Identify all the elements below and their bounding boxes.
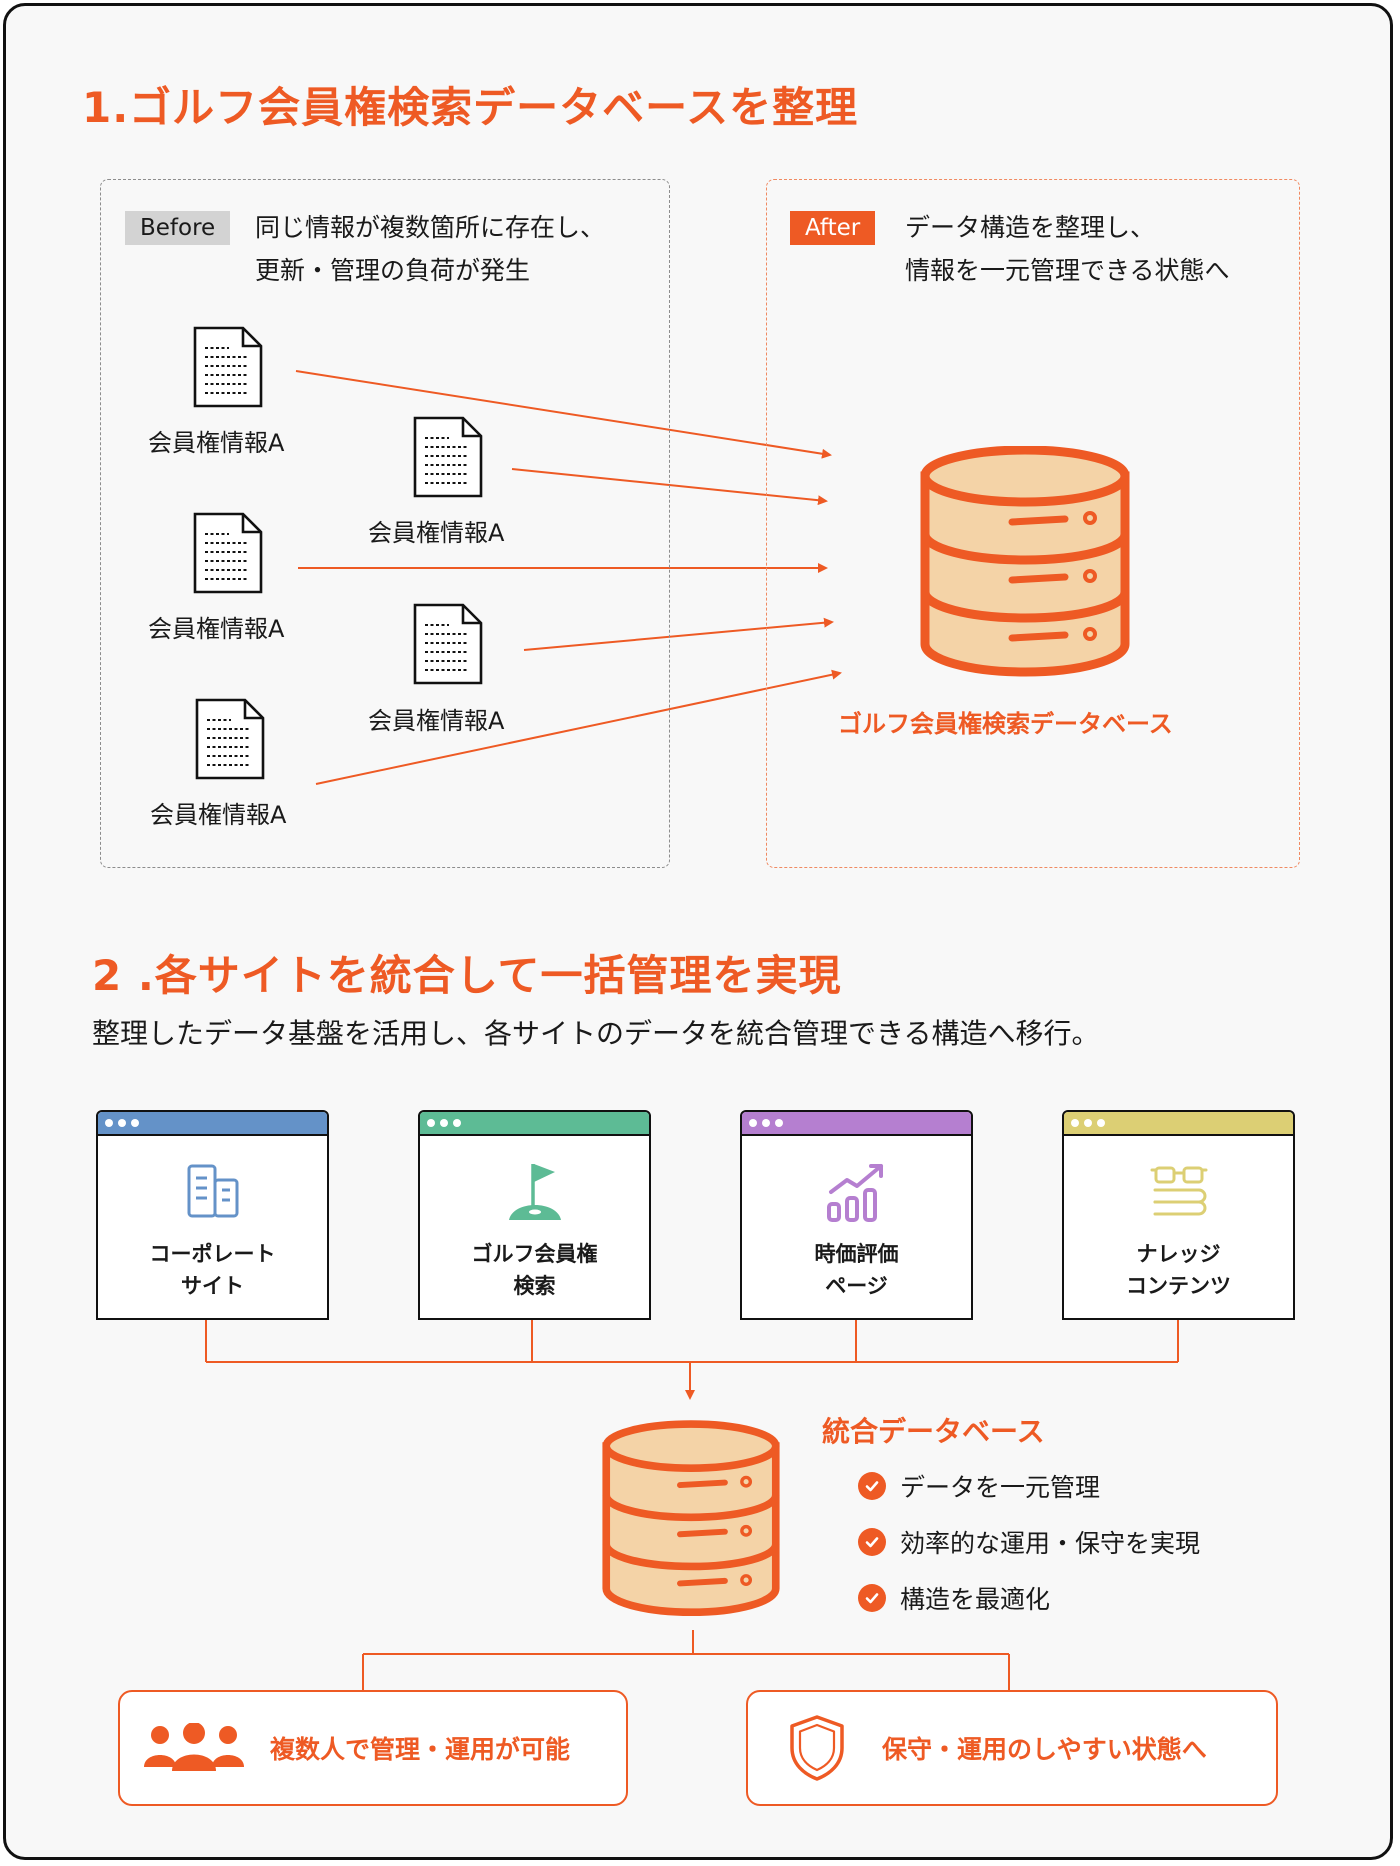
feature-text: 構造を最適化: [900, 1585, 1051, 1614]
site-card-label: ナレッジコンテンツ: [1126, 1242, 1231, 1298]
before-desc-line1: 同じ情報が複数箇所に存在し、: [255, 213, 606, 242]
people-icon: [144, 1723, 244, 1773]
flow-arrow: [315, 669, 842, 785]
feature-item: データを一元管理: [858, 1468, 1100, 1504]
benefit-text: 保守・運用のしやすい状態へ: [882, 1735, 1207, 1764]
after-panel: [766, 179, 1300, 868]
benefit-box-maintenance: 保守・運用のしやすい状態へ: [746, 1690, 1278, 1806]
section1-title: 1.ゴルフ会員権検索データベースを整理: [82, 83, 859, 132]
shield-icon: [788, 1714, 846, 1782]
site-card-knowledge: ナレッジコンテンツ: [1062, 1110, 1295, 1320]
after-tag: After: [790, 211, 876, 245]
document-label: 会員権情報A: [368, 707, 505, 735]
section2-title: 2 .各サイトを統合して一括管理を実現: [92, 951, 842, 1000]
flow-arrow: [295, 370, 832, 459]
site-card-label: ゴルフ会員権検索: [471, 1242, 598, 1298]
section2-subtitle: 整理したデータ基盤を活用し、各サイトのデータを統合管理できる構造へ移行。: [92, 1017, 1100, 1050]
window-titlebar: [1064, 1112, 1293, 1136]
document-label: 会員権情報A: [148, 429, 285, 457]
before-desc-line2: 更新・管理の負荷が発生: [255, 256, 531, 285]
before-tag: Before: [125, 211, 231, 245]
window-titlebar: [420, 1112, 649, 1136]
site-card-label: 時価評価ページ: [814, 1242, 899, 1298]
check-icon: [858, 1528, 886, 1556]
integrated-database-icon: [606, 1424, 776, 1612]
document-label: 会員権情報A: [150, 801, 287, 829]
site-card-valuation: 時価評価ページ: [740, 1110, 973, 1320]
document-label: 会員権情報A: [148, 615, 285, 643]
site-card-corporate: コーポレートサイト: [96, 1110, 329, 1320]
document-label: 会員権情報A: [368, 519, 505, 547]
window-titlebar: [742, 1112, 971, 1136]
growth-chart-icon: [742, 1160, 971, 1224]
feature-item: 構造を最適化: [858, 1580, 1050, 1616]
golf-flag-icon: [420, 1160, 649, 1222]
after-desc-line2: 情報を一元管理できる状態へ: [905, 256, 1230, 285]
glasses-books-icon: [1064, 1160, 1293, 1220]
site-card-label: コーポレートサイト: [149, 1242, 276, 1298]
check-icon: [858, 1472, 886, 1500]
feature-item: 効率的な運用・保守を実現: [858, 1524, 1200, 1560]
flow-arrow: [523, 617, 834, 651]
feature-text: データを一元管理: [900, 1473, 1101, 1502]
feature-text: 効率的な運用・保守を実現: [900, 1529, 1201, 1558]
site-card-golf-search: ゴルフ会員権検索: [418, 1110, 651, 1320]
benefit-text: 複数人で管理・運用が可能: [270, 1735, 571, 1764]
after-desc-line1: データ構造を整理し、: [905, 213, 1156, 242]
window-titlebar: [98, 1112, 327, 1136]
benefit-box-collaboration: 複数人で管理・運用が可能: [118, 1690, 628, 1806]
before-panel: [100, 179, 670, 868]
check-icon: [858, 1584, 886, 1612]
building-icon: [98, 1160, 327, 1220]
database-caption: ゴルフ会員権検索データベース: [838, 710, 1173, 738]
integrated-db-title: 統合データベース: [822, 1415, 1045, 1448]
